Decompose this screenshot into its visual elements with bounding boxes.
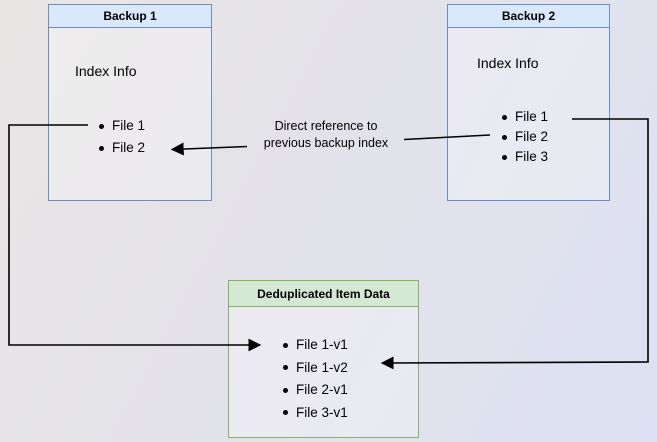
list-item: File 2-v1: [282, 379, 348, 402]
backup2-node: Backup 2 Index Info File 1 File 2 File 3: [447, 4, 610, 201]
list-item: File 1-v1: [282, 334, 348, 357]
list-item: File 3: [501, 147, 548, 167]
list-item: File 2: [501, 127, 548, 147]
backup1-file-list: File 1 File 2: [98, 115, 145, 159]
direct-reference-edge-label: Direct reference to previous backup inde…: [226, 118, 426, 152]
edge-label-line1: Direct reference to: [274, 119, 378, 133]
backup2-file-list: File 1 File 2 File 3: [501, 107, 548, 167]
edge-label-line2: previous backup index: [263, 136, 389, 150]
backup1-title: Backup 1: [49, 5, 211, 28]
backup1-node: Backup 1 Index Info File 1 File 2: [48, 4, 212, 201]
backup2-title: Backup 2: [448, 5, 609, 28]
dedup-title: Deduplicated Item Data: [229, 281, 418, 307]
dedup-file-list: File 1-v1 File 1-v2 File 2-v1 File 3-v1: [282, 334, 348, 424]
backup2-index-info-label: Index Info: [477, 55, 539, 71]
list-item: File 2: [98, 137, 145, 159]
list-item: File 3-v1: [282, 402, 348, 425]
backup1-index-info-label: Index Info: [75, 63, 137, 79]
list-item: File 1-v2: [282, 357, 348, 380]
dedup-node: Deduplicated Item Data File 1-v1 File 1-…: [228, 280, 419, 438]
list-item: File 1: [98, 115, 145, 137]
list-item: File 1: [501, 107, 548, 127]
